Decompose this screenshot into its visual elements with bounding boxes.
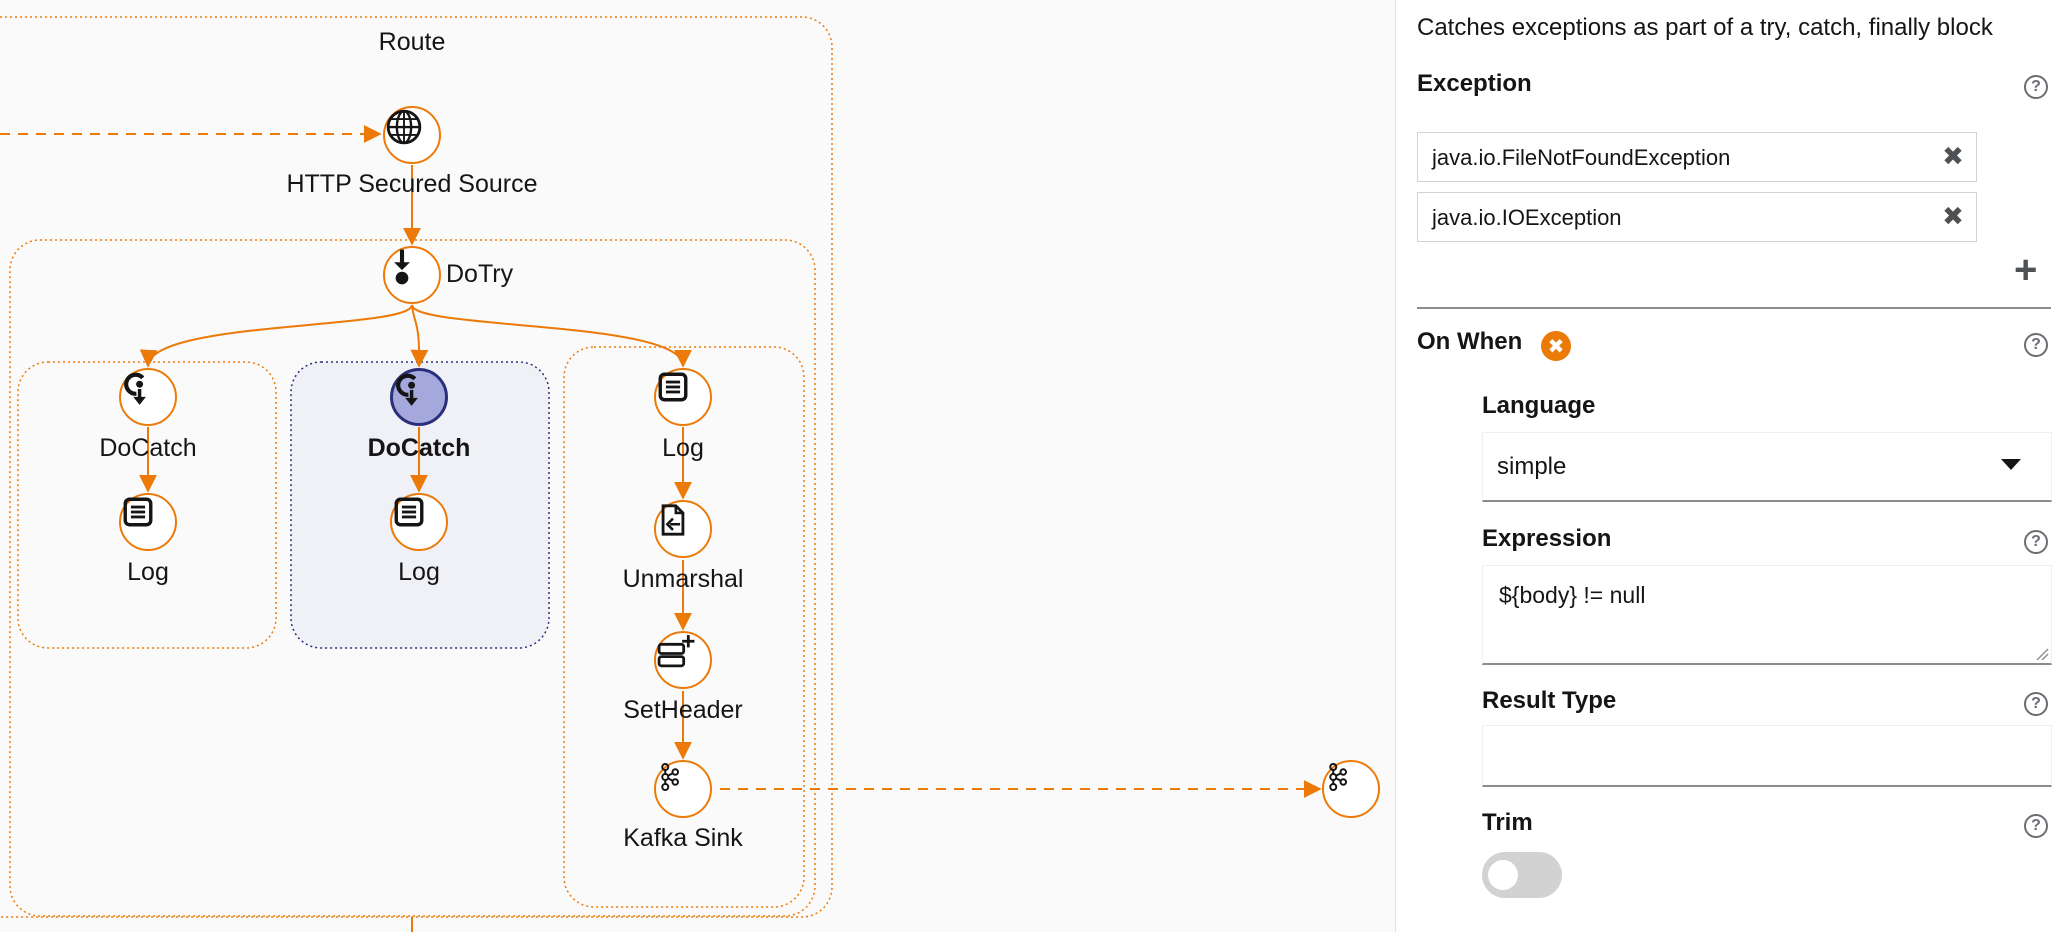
log-icon	[123, 497, 153, 527]
kafka-sink-node[interactable]	[654, 760, 712, 818]
log-2-node[interactable]	[390, 493, 448, 551]
http-source-label: HTTP Secured Source	[286, 170, 538, 198]
add-exception-icon[interactable]: +	[2014, 248, 2038, 292]
language-label: Language	[1482, 392, 1596, 419]
log-3-node[interactable]	[654, 368, 712, 426]
trim-help-icon[interactable]: ?	[2024, 814, 2048, 838]
set-header-icon	[657, 635, 695, 668]
docatch-2-label: DoCatch	[367, 434, 471, 462]
setheader-label: SetHeader	[623, 696, 743, 724]
resize-handle-icon[interactable]	[2035, 647, 2049, 661]
globe-icon	[386, 109, 422, 145]
expression-label: Expression	[1482, 525, 1612, 552]
try-steps-group-outline	[563, 346, 805, 908]
result-type-input[interactable]	[1482, 725, 2052, 787]
step-description: Catches exceptions as part of a try, cat…	[1417, 14, 1993, 41]
result-type-label: Result Type	[1482, 687, 1617, 714]
kafka-external-node[interactable]	[1322, 760, 1380, 818]
exception-title: Exception	[1417, 70, 1532, 97]
catch-icon	[124, 372, 146, 405]
dotry-group-outline	[9, 239, 816, 917]
language-select[interactable]: simple	[1482, 432, 2052, 502]
kafka-icon	[661, 762, 680, 792]
unmarshal-node[interactable]	[654, 500, 712, 558]
on-when-title: On When	[1417, 328, 1523, 355]
catch-icon	[396, 373, 418, 406]
dotry-label: DoTry	[446, 260, 514, 288]
route-group-outline	[0, 16, 833, 918]
on-when-help-icon[interactable]: ?	[2024, 333, 2048, 357]
remove-exception-icon[interactable]: ✖	[1942, 140, 1964, 171]
http-source-node[interactable]	[383, 106, 441, 164]
exception-help-icon[interactable]: ?	[2024, 75, 2048, 99]
kafka-sink-label: Kafka Sink	[623, 824, 743, 852]
exception-list: java.io.FileNotFoundException ✖ java.io.…	[1417, 130, 2051, 309]
docatch-2-node[interactable]	[390, 368, 448, 426]
route-canvas[interactable]: Route HTTP Secured Source DoTry DoCatch	[0, 0, 1395, 932]
trim-toggle[interactable]	[1482, 852, 1562, 898]
log-2-label: Log	[398, 558, 440, 586]
exception-item: java.io.IOException ✖	[1417, 192, 1977, 242]
log-1-node[interactable]	[119, 493, 177, 551]
route-label: Route	[378, 28, 446, 56]
log-icon	[394, 497, 424, 527]
trim-label: Trim	[1482, 809, 1533, 836]
exception-item-text: java.io.FileNotFoundException	[1432, 145, 1731, 170]
unmarshal-icon	[661, 504, 685, 536]
exception-item: java.io.FileNotFoundException ✖	[1417, 132, 1977, 182]
expression-textarea[interactable]: ${body} != null	[1482, 565, 2052, 665]
log-icon	[658, 372, 688, 402]
exception-item-text: java.io.IOException	[1432, 205, 1622, 230]
result-type-help-icon[interactable]: ?	[2024, 692, 2048, 716]
expression-value: ${body} != null	[1499, 582, 1646, 608]
log-1-label: Log	[127, 558, 169, 586]
docatch-1-label: DoCatch	[99, 434, 197, 462]
dotry-node[interactable]	[383, 246, 441, 304]
unmarshal-label: Unmarshal	[622, 565, 744, 593]
caret-down-icon	[2001, 459, 2021, 470]
toggle-knob	[1488, 860, 1518, 890]
docatch-1-node[interactable]	[119, 368, 177, 426]
docatch-1-group-outline	[17, 361, 277, 649]
setheader-node[interactable]	[654, 631, 712, 689]
kafka-icon	[1329, 762, 1348, 792]
properties-panel: Catches exceptions as part of a try, cat…	[1395, 0, 2070, 932]
remove-on-when-icon[interactable]: ✖	[1541, 331, 1571, 361]
language-select-value: simple	[1497, 453, 1567, 480]
try-arrow-icon	[394, 249, 410, 285]
expression-help-icon[interactable]: ?	[2024, 530, 2048, 554]
remove-exception-icon[interactable]: ✖	[1942, 200, 1964, 231]
log-3-label: Log	[662, 434, 704, 462]
